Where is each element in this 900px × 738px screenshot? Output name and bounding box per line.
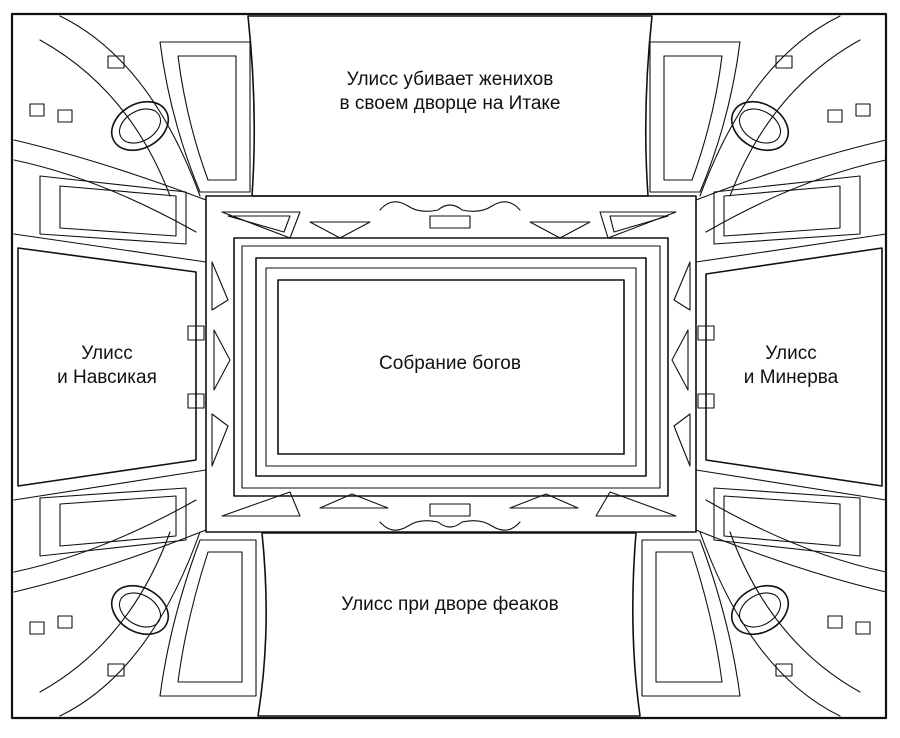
corner-band-br bbox=[705, 499, 887, 573]
triangle-ornament bbox=[211, 261, 229, 311]
corner-block bbox=[57, 615, 73, 629]
label-left-text: Улисс и Навсикая bbox=[57, 343, 157, 388]
central-band bbox=[205, 195, 697, 533]
triangle-ornament bbox=[595, 491, 677, 517]
center-frame-4 bbox=[265, 267, 637, 467]
label-right-panel: Улисс и Минерва bbox=[706, 342, 876, 390]
triangle-ornament bbox=[599, 211, 677, 239]
corner-band-br bbox=[699, 531, 841, 717]
corner-band-tl bbox=[13, 159, 197, 233]
corner-block bbox=[107, 663, 125, 677]
corner-frame-tl bbox=[159, 41, 251, 193]
corner-frame-br bbox=[641, 539, 741, 697]
triangle-ornament bbox=[671, 329, 689, 391]
corner-block bbox=[107, 55, 125, 69]
corner-block bbox=[775, 55, 793, 69]
side-panel-br bbox=[713, 487, 861, 557]
triangle-ornament bbox=[227, 215, 291, 233]
corner-cartouche-bl bbox=[110, 584, 170, 636]
corner-block bbox=[855, 621, 871, 635]
scroll-ornament-top bbox=[379, 201, 521, 229]
corner-band-tl bbox=[59, 15, 201, 197]
label-left-panel: Улисс и Навсикая bbox=[22, 342, 192, 390]
corner-block bbox=[29, 621, 45, 635]
corner-band-br bbox=[729, 531, 861, 693]
corner-band-br bbox=[695, 529, 887, 593]
center-frame-outer bbox=[233, 237, 669, 497]
clasp-ornament-right bbox=[697, 325, 715, 409]
corner-block bbox=[855, 103, 871, 117]
side-panel-br bbox=[723, 495, 841, 547]
center-frame-3 bbox=[255, 257, 647, 477]
side-panel-bl bbox=[59, 495, 177, 547]
triangle-ornament bbox=[609, 215, 669, 233]
triangle-ornament bbox=[509, 493, 579, 509]
corner-band-tr bbox=[695, 139, 887, 201]
triangle-ornament bbox=[673, 413, 691, 467]
scroll-ornament-bottom bbox=[379, 503, 521, 531]
corner-frame-tr bbox=[663, 55, 723, 181]
corner-cartouche-tl bbox=[118, 108, 162, 144]
label-bottom-text: Улисс при дворе феаков bbox=[341, 594, 559, 615]
corner-cartouche-bl bbox=[118, 592, 162, 628]
corner-block bbox=[827, 615, 843, 629]
corner-block bbox=[775, 663, 793, 677]
side-panel-tl bbox=[59, 185, 177, 237]
corner-frame-bl bbox=[159, 539, 257, 697]
triangle-ornament bbox=[319, 493, 389, 509]
triangle-ornament bbox=[529, 221, 591, 239]
triangle-ornament bbox=[309, 221, 371, 239]
corner-block bbox=[827, 109, 843, 123]
label-right-text: Улисс и Минерва bbox=[743, 343, 839, 388]
corner-block bbox=[29, 103, 45, 117]
corner-band-tr bbox=[729, 39, 861, 197]
side-panel-tr bbox=[723, 185, 841, 237]
label-bottom-panel: Улисс при дворе феаков bbox=[260, 593, 640, 617]
corner-band-bl bbox=[39, 531, 171, 693]
corner-cartouche-tl bbox=[110, 100, 170, 152]
label-top-panel: Улисс убивает женихов в своем дворце на … bbox=[250, 68, 650, 116]
side-panel-tr bbox=[713, 175, 861, 245]
corner-band-bl bbox=[59, 531, 201, 717]
side-panel-bl bbox=[39, 487, 187, 557]
triangle-ornament bbox=[211, 413, 229, 467]
corner-band-tr bbox=[705, 159, 887, 233]
corner-cartouche-br bbox=[738, 592, 782, 628]
side-panel-tl bbox=[39, 175, 187, 245]
corner-frame-tr bbox=[649, 41, 741, 193]
corner-band-tl bbox=[13, 139, 207, 201]
corner-band-bl bbox=[13, 499, 197, 573]
panel-left bbox=[17, 247, 197, 487]
triangle-ornament bbox=[673, 261, 691, 311]
center-panel bbox=[277, 279, 625, 455]
panel-right bbox=[705, 247, 883, 487]
panel-bottom bbox=[257, 532, 641, 717]
corner-block bbox=[57, 109, 73, 123]
corner-cartouche-br bbox=[730, 584, 790, 636]
outer-frame bbox=[10, 12, 888, 720]
label-top-text: Улисс убивает женихов в своем дворце на … bbox=[339, 69, 561, 114]
label-center-text: Собрание богов bbox=[379, 353, 521, 374]
triangle-ornament bbox=[221, 211, 301, 239]
corner-cartouche-tr bbox=[738, 108, 782, 144]
corner-band-tr bbox=[699, 15, 841, 197]
center-frame-2 bbox=[241, 245, 661, 489]
corner-cartouche-tr bbox=[730, 100, 790, 152]
triangle-ornament bbox=[213, 329, 231, 391]
corner-band-tl bbox=[39, 39, 171, 197]
corner-frame-tl bbox=[177, 55, 237, 181]
corner-frame-bl bbox=[177, 551, 243, 683]
label-center-panel: Собрание богов bbox=[275, 352, 625, 376]
corner-frame-br bbox=[655, 551, 723, 683]
triangle-ornament bbox=[221, 491, 301, 517]
corner-band-bl bbox=[13, 529, 207, 593]
clasp-ornament-left bbox=[187, 325, 205, 409]
